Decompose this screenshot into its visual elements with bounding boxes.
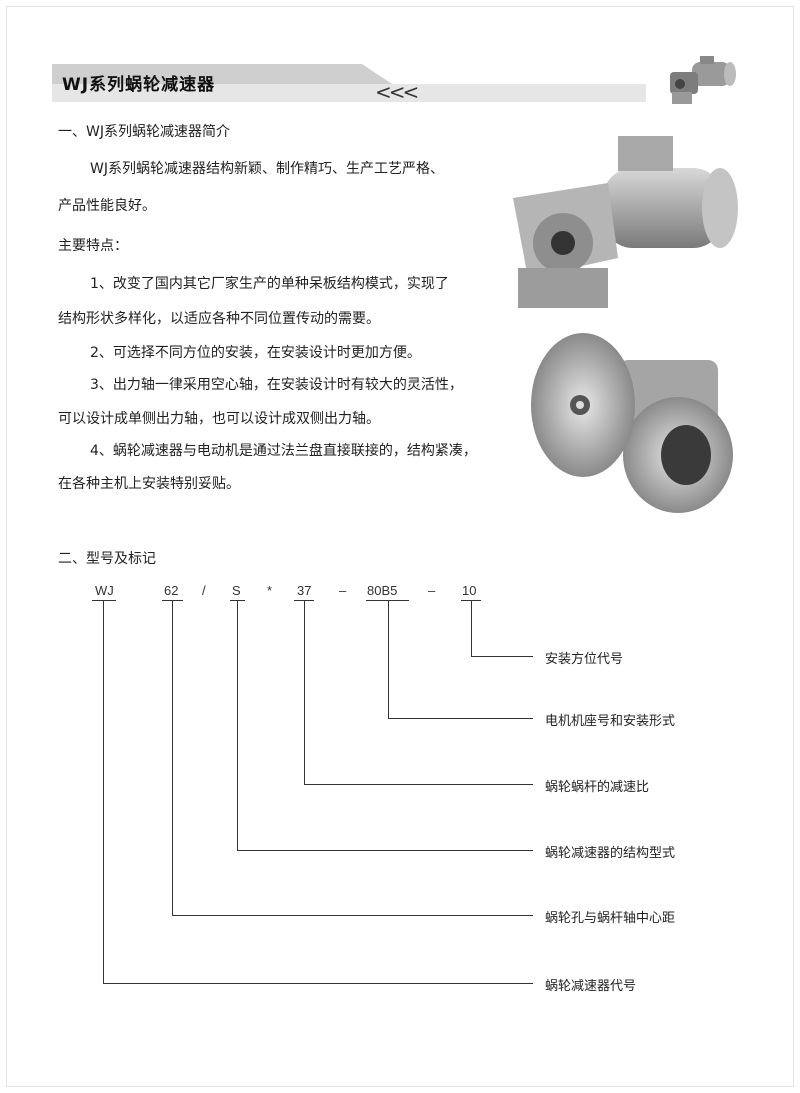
feature-4-line-2: 在各种主机上安装特别妥贴。 <box>58 476 240 492</box>
label-ratio: 蜗轮蜗杆的减速比 <box>545 780 650 795</box>
page-border <box>6 6 794 1087</box>
leader-h-pos <box>471 656 533 657</box>
leader-wj <box>103 600 104 983</box>
feature-2: 2、可选择不同方位的安装，在安装设计时更加方便。 <box>90 345 421 361</box>
label-size: 蜗轮孔与蜗杆轴中心距 <box>545 911 676 926</box>
leader-h-ratio <box>304 784 533 785</box>
gearmotor-photo <box>513 136 738 308</box>
leader-type <box>237 600 238 850</box>
feature-4-line-1: 4、蜗轮减速器与电动机是通过法兰盘直接联接的，结构紧凑， <box>90 443 477 459</box>
intro-line-1: WJ系列蜗轮减速器结构新颖、制作精巧、生产工艺严格、 <box>90 161 444 177</box>
leader-pos <box>471 600 472 656</box>
leader-size <box>172 600 173 915</box>
code-size: 62 <box>164 583 179 598</box>
code-type: S <box>232 583 241 598</box>
label-wj: 蜗轮减速器代号 <box>545 979 637 994</box>
flange-reducer-photo <box>531 333 733 513</box>
underline-motor <box>366 600 409 601</box>
features-heading: 主要特点： <box>58 238 128 254</box>
code-dash-2: – <box>428 583 436 598</box>
label-pos: 安装方位代号 <box>545 652 624 667</box>
code-ratio: 37 <box>297 583 312 598</box>
code-slash: / <box>202 583 206 598</box>
chevron-left-icon: <<< <box>375 80 419 104</box>
label-motor: 电机机座号和安装形式 <box>545 714 676 729</box>
label-type: 蜗轮减速器的结构型式 <box>545 846 676 861</box>
page-title: WJ系列蜗轮减速器 <box>62 75 216 95</box>
leader-h-wj <box>103 983 533 984</box>
underline-wj <box>92 600 116 601</box>
code-motor: 80B5 <box>367 583 398 598</box>
feature-3-line-1: 3、出力轴一律采用空心轴，在安装设计时有较大的灵活性， <box>90 377 463 393</box>
code-wj: WJ <box>95 583 114 598</box>
small-gearmotor-image <box>670 56 736 104</box>
leader-h-size <box>172 915 533 916</box>
code-dash-1: – <box>339 583 347 598</box>
feature-1-line-2: 结构形状多样化，以适应各种不同位置传动的需要。 <box>58 311 380 327</box>
leader-h-motor <box>388 718 533 719</box>
header-band-light <box>52 84 646 102</box>
header-band-dark <box>52 64 392 84</box>
section1-heading: 一、WJ系列蜗轮减速器简介 <box>58 124 230 140</box>
leader-motor <box>388 600 389 718</box>
code-star: * <box>267 583 273 598</box>
leader-ratio <box>304 600 305 784</box>
feature-1-line-1: 1、改变了国内其它厂家生产的单种呆板结构模式，实现了 <box>90 276 449 292</box>
code-pos: 10 <box>462 583 477 598</box>
section2-heading: 二、型号及标记 <box>58 551 156 567</box>
feature-3-line-2: 可以设计成单侧出力轴，也可以设计成双侧出力轴。 <box>58 411 380 427</box>
leader-h-type <box>237 850 533 851</box>
intro-line-2: 产品性能良好。 <box>58 198 156 214</box>
